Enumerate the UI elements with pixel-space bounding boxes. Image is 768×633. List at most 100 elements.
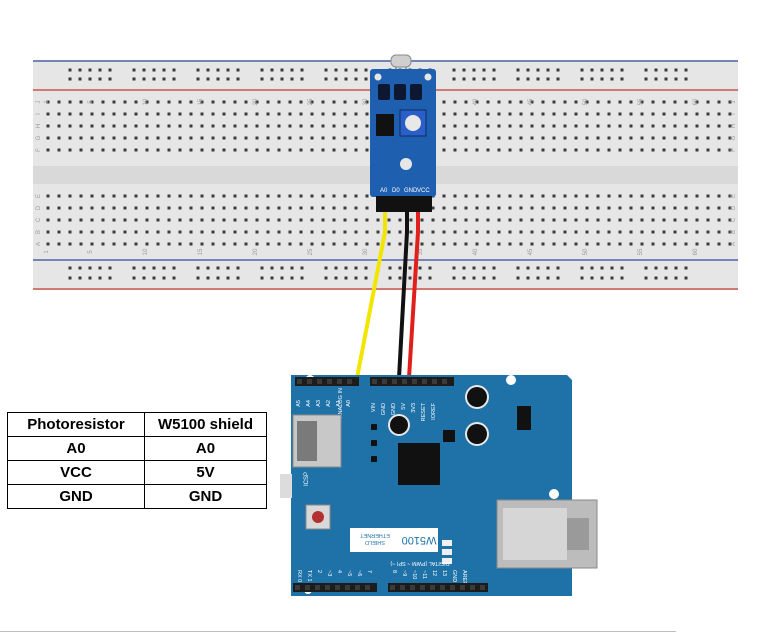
breadboard-hole [68, 242, 72, 246]
breadboard-hole [695, 194, 699, 198]
breadboard-hole [200, 124, 204, 128]
rail-hole [556, 266, 560, 270]
rail-hole [654, 68, 658, 72]
breadboard-hole [101, 230, 105, 234]
table-cell: A0 [144, 436, 267, 461]
column-number: 50 [583, 98, 589, 105]
rail-hole [300, 266, 304, 270]
breadboard-hole [321, 218, 325, 222]
breadboard-hole [431, 230, 435, 234]
row-letter: G [731, 135, 737, 140]
breadboard-hole [266, 194, 270, 198]
breadboard-hole [343, 148, 347, 152]
digital-header-right [388, 583, 488, 592]
breadboard-hole [497, 112, 501, 116]
breadboard-hole [288, 100, 292, 104]
rail-hole [280, 276, 284, 280]
breadboard-hole [277, 230, 281, 234]
breadboard-hole [684, 124, 688, 128]
breadboard-hole [211, 242, 215, 246]
breadboard-hole [233, 100, 237, 104]
breadboard-hole [277, 112, 281, 116]
breadboard-hole [508, 148, 512, 152]
rail-hole [590, 68, 594, 72]
breadboard-hole [530, 112, 534, 116]
rail-hole [408, 266, 412, 270]
breadboard-hole [46, 218, 50, 222]
breadboard-hole [453, 112, 457, 116]
breadboard-hole [442, 112, 446, 116]
breadboard-hole [156, 148, 160, 152]
rail-hole [620, 276, 624, 280]
rail-hole [290, 77, 294, 81]
column-number: 50 [583, 248, 589, 255]
breadboard-hole [211, 194, 215, 198]
rail-hole [364, 266, 368, 270]
breadboard-hole [178, 242, 182, 246]
breadboard-hole [266, 242, 270, 246]
breadboard-hole [651, 148, 655, 152]
digital-pin-label: ~3 [326, 570, 332, 576]
breadboard-hole [244, 218, 248, 222]
breadboard-hole [156, 112, 160, 116]
breadboard-hole [530, 242, 534, 246]
led [442, 558, 452, 564]
breadboard-hole [244, 148, 248, 152]
breadboard-hole [57, 218, 61, 222]
breadboard-hole [541, 194, 545, 198]
breadboard-hole [387, 230, 391, 234]
breadboard-hole [475, 242, 479, 246]
power-pin-label: 5V [401, 403, 407, 410]
rail-hole [364, 276, 368, 280]
breadboard-hole [266, 206, 270, 210]
breadboard-hole [189, 206, 193, 210]
rail-hole [344, 276, 348, 280]
header-pin [450, 585, 455, 590]
breadboard-hole [695, 148, 699, 152]
breadboard-hole [46, 194, 50, 198]
breadboard-hole [618, 136, 622, 140]
breadboard-hole [629, 230, 633, 234]
breadboard-hole [475, 148, 479, 152]
breadboard-hole [167, 124, 171, 128]
breadboard-hole [398, 230, 402, 234]
rail-hole [196, 266, 200, 270]
breadboard-hole [365, 100, 369, 104]
breadboard-hole [90, 194, 94, 198]
rail-hole [516, 68, 520, 72]
breadboard-hole [519, 206, 523, 210]
rail-hole [664, 276, 668, 280]
breadboard-hole [156, 218, 160, 222]
breadboard-hole [167, 194, 171, 198]
breadboard-hole [486, 136, 490, 140]
rail-hole [610, 68, 614, 72]
rail-hole [546, 276, 550, 280]
breadboard-hole [508, 136, 512, 140]
breadboard-hole [464, 148, 468, 152]
breadboard-hole [255, 124, 259, 128]
rail-hole [516, 266, 520, 270]
digital-pin-label: AREF [461, 570, 467, 585]
breadboard-hole [530, 136, 534, 140]
rail-hole [290, 266, 294, 270]
column-number: 15 [198, 248, 204, 255]
breadboard-hole [112, 112, 116, 116]
breadboard-hole [508, 112, 512, 116]
breadboard-hole [442, 148, 446, 152]
breadboard-hole [288, 206, 292, 210]
header-pin [317, 379, 322, 384]
breadboard-hole [728, 136, 732, 140]
breadboard-hole [354, 194, 358, 198]
breadboard-hole [684, 112, 688, 116]
breadboard-hole [684, 206, 688, 210]
breadboard-hole [585, 242, 589, 246]
rail-hole [226, 276, 230, 280]
rail-hole [556, 77, 560, 81]
breadboard-hole [596, 100, 600, 104]
breadboard-hole [596, 148, 600, 152]
breadboard-hole [574, 148, 578, 152]
breadboard-hole [607, 218, 611, 222]
breadboard-hole [112, 136, 116, 140]
breadboard-hole [596, 112, 600, 116]
